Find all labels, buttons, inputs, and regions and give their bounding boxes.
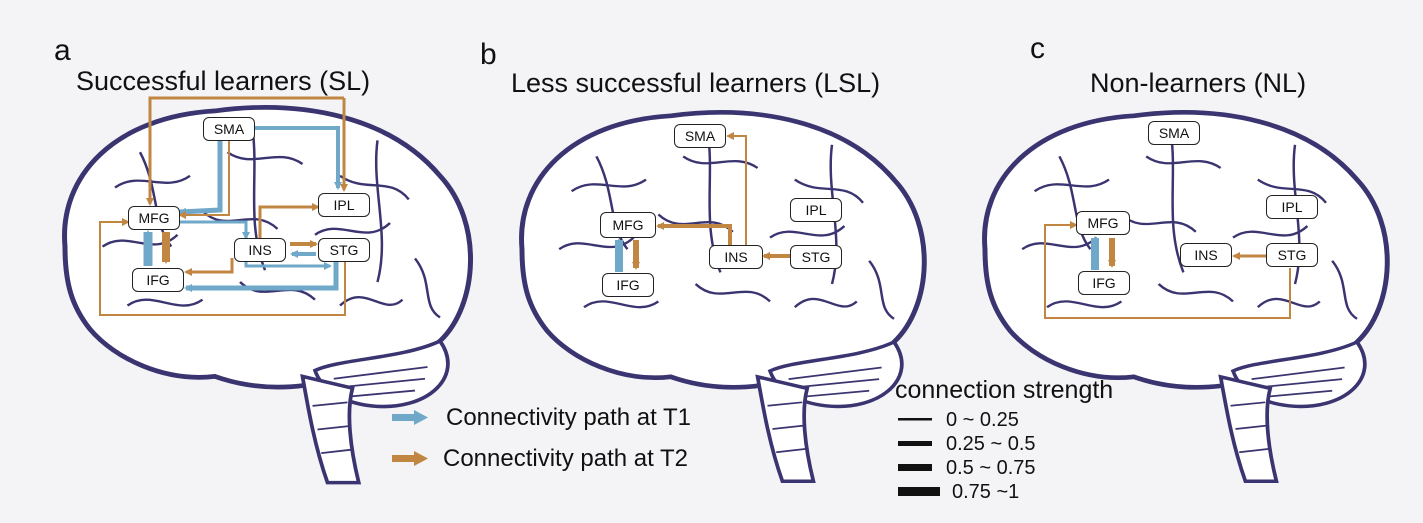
strength-line-3 (898, 464, 932, 471)
path-a-t2-ipl-mfg (146, 96, 344, 206)
legend-t2-label: Connectivity path at T2 (443, 445, 689, 472)
region-a-mfg: MFG (128, 206, 180, 230)
panel-letter-c: c (1030, 32, 1045, 65)
path-a-t1-stg-ifg (184, 262, 339, 292)
region-b-stg: STG (790, 245, 842, 269)
region-c-stg: STG (1266, 243, 1318, 267)
region-b-sma: SMA (674, 124, 726, 148)
path-a-t2-ins-ifg (184, 258, 234, 276)
path-b-t2-ins-mfg (656, 222, 732, 245)
region-c-mfg: MFG (1076, 211, 1130, 235)
strength-line-2 (898, 441, 932, 446)
panel-c-connections (1044, 221, 1291, 319)
strength-line-1 (898, 418, 932, 421)
path-c-t2-stg-mfg (1044, 221, 1291, 319)
region-a-ifg: IFG (132, 268, 184, 292)
panel-letter-a: a (54, 34, 71, 67)
region-a-ins: INS (234, 238, 286, 262)
strength-samples (898, 418, 940, 496)
region-b-mfg: MFG (600, 212, 656, 238)
region-a-ipl: IPL (318, 193, 370, 217)
region-a-sma: SMA (203, 117, 255, 141)
panel-title-a: Successful learners (SL) (76, 66, 371, 96)
region-c-ifg: IFG (1078, 271, 1130, 295)
panel-title-b: Less successful learners (LSL) (511, 68, 881, 98)
path-a-t1-mfg-ins (180, 220, 250, 240)
path-a-t2-stg-mfg (99, 218, 346, 316)
region-c-sma: SMA (1148, 121, 1200, 145)
path-a-t2-ins-ipl (258, 203, 320, 240)
panel-letter-b: b (480, 38, 497, 71)
region-a-stg: STG (318, 238, 370, 262)
path-a-t2-sma-mfg (178, 140, 230, 219)
path-b-t2-ins-sma (726, 132, 747, 245)
legend-t1-label: Connectivity path at T1 (446, 404, 692, 431)
panel-title-c: Non-learners (NL) (1090, 68, 1307, 98)
strength-level-4: 0.75 ~1 (952, 481, 1020, 503)
strength-line-4 (898, 487, 940, 496)
path-a-t1-sma-mfg (178, 140, 223, 216)
region-c-ins: INS (1180, 243, 1232, 267)
panel-b-connections (615, 132, 790, 272)
strength-level-1: 0 ~ 0.25 (946, 409, 1019, 431)
region-b-ipl: IPL (790, 198, 842, 222)
path-a-t1-sma-ipl (255, 126, 342, 190)
strength-level-3: 0.5 ~ 0.75 (946, 457, 1036, 479)
region-b-ifg: IFG (602, 273, 654, 297)
legend-t1-arrow (392, 410, 428, 425)
brain-illustration-a (65, 107, 471, 482)
strength-level-2: 0.25 ~ 0.5 (946, 433, 1036, 455)
region-b-ins: INS (709, 245, 763, 269)
region-c-ipl: IPL (1266, 195, 1318, 219)
strength-title: connection strength (895, 376, 1114, 404)
legend-t2-arrow (392, 451, 428, 466)
